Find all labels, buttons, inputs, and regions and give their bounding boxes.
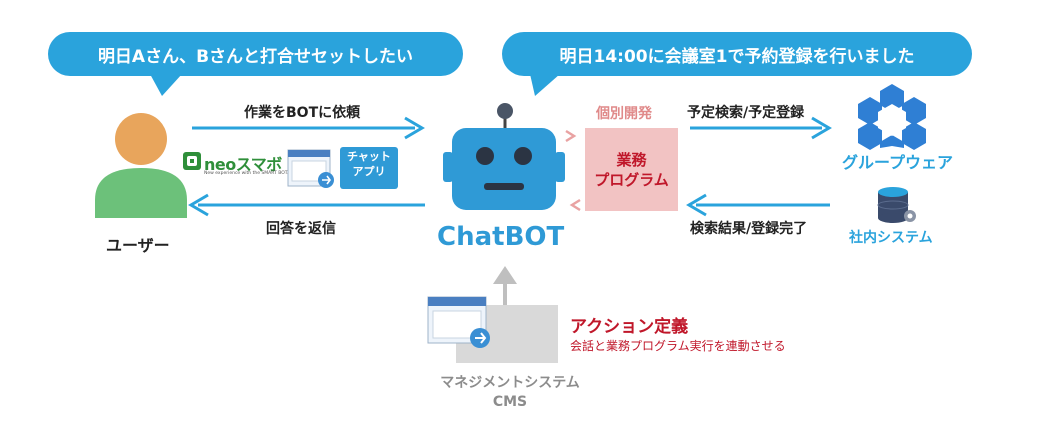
- custom-dev-tag: 個別開発: [596, 106, 652, 122]
- cms-label-line1: マネジメントシステム: [440, 375, 580, 391]
- user-body: [95, 168, 187, 218]
- robot-left-eye: [476, 147, 494, 165]
- program-line2: プログラム: [594, 171, 669, 189]
- schedule-arrow-head: [811, 116, 832, 140]
- bot-speech-bubble: 明日14:00に会議室1で予約登録を行いました: [502, 32, 972, 76]
- result-label: 検索結果/登録完了: [690, 221, 808, 237]
- neo-logo-icon: [183, 152, 201, 170]
- cms-label-line2: CMS: [492, 394, 528, 410]
- pink-chevron-right: [565, 129, 577, 143]
- reply-label: 回答を返信: [266, 221, 336, 237]
- program-line1: 業務: [616, 151, 647, 169]
- robot-head: [452, 128, 556, 210]
- program-box: [585, 128, 678, 211]
- groupware-label: グループウェア: [842, 153, 954, 172]
- chatbot-name: ChatBOT: [437, 222, 565, 252]
- user-bubble-tail: [150, 74, 182, 96]
- request-label: 作業をBOTに依頼: [244, 105, 361, 121]
- robot-left-ear: [443, 152, 453, 182]
- cms-up-arrow-head: [493, 266, 517, 284]
- neo-logo-text: neoスマボ: [204, 155, 282, 174]
- reply-arrow-head: [188, 193, 209, 217]
- user-speech-bubble: 明日Aさん、Bさんと打合せセットしたい: [48, 32, 463, 76]
- action-title: アクション定義: [570, 317, 689, 337]
- bot-bubble-tail: [530, 74, 560, 96]
- request-arrow-head: [404, 116, 425, 140]
- user-bubble-text: 明日Aさん、Bさんと打合せセットしたい: [97, 46, 414, 67]
- internal-system-label: 社内システム: [849, 230, 933, 246]
- bot-bubble-text: 明日14:00に会議室1で予約登録を行いました: [559, 46, 915, 67]
- chat-app-text: チャット アプリ: [340, 149, 398, 179]
- robot-right-ear: [555, 152, 565, 182]
- chat-app-line2: アプリ: [352, 165, 386, 178]
- chat-app-box: [340, 147, 398, 189]
- cms-window-icon: [427, 296, 490, 348]
- robot-right-eye: [514, 147, 532, 165]
- schedule-label: 予定検索/予定登録: [687, 105, 805, 121]
- result-arrow-head: [686, 193, 707, 217]
- action-desc: 会話と業務プログラム実行を連動させる: [570, 339, 786, 353]
- user-label: ユーザー: [106, 236, 170, 255]
- groupware-hex-icon: [858, 84, 926, 150]
- app-window-icon: [287, 149, 334, 188]
- chat-app-line1: チャット: [347, 150, 391, 163]
- robot-antenna-ball: [497, 103, 513, 119]
- robot-mouth: [484, 183, 524, 190]
- database-icon: [877, 187, 916, 223]
- pink-chevron-left: [569, 198, 581, 212]
- program-box-text: 業務 プログラム: [585, 150, 678, 190]
- neo-tagline: New experience with the SMART BOT.: [204, 171, 289, 176]
- user-head: [115, 113, 167, 165]
